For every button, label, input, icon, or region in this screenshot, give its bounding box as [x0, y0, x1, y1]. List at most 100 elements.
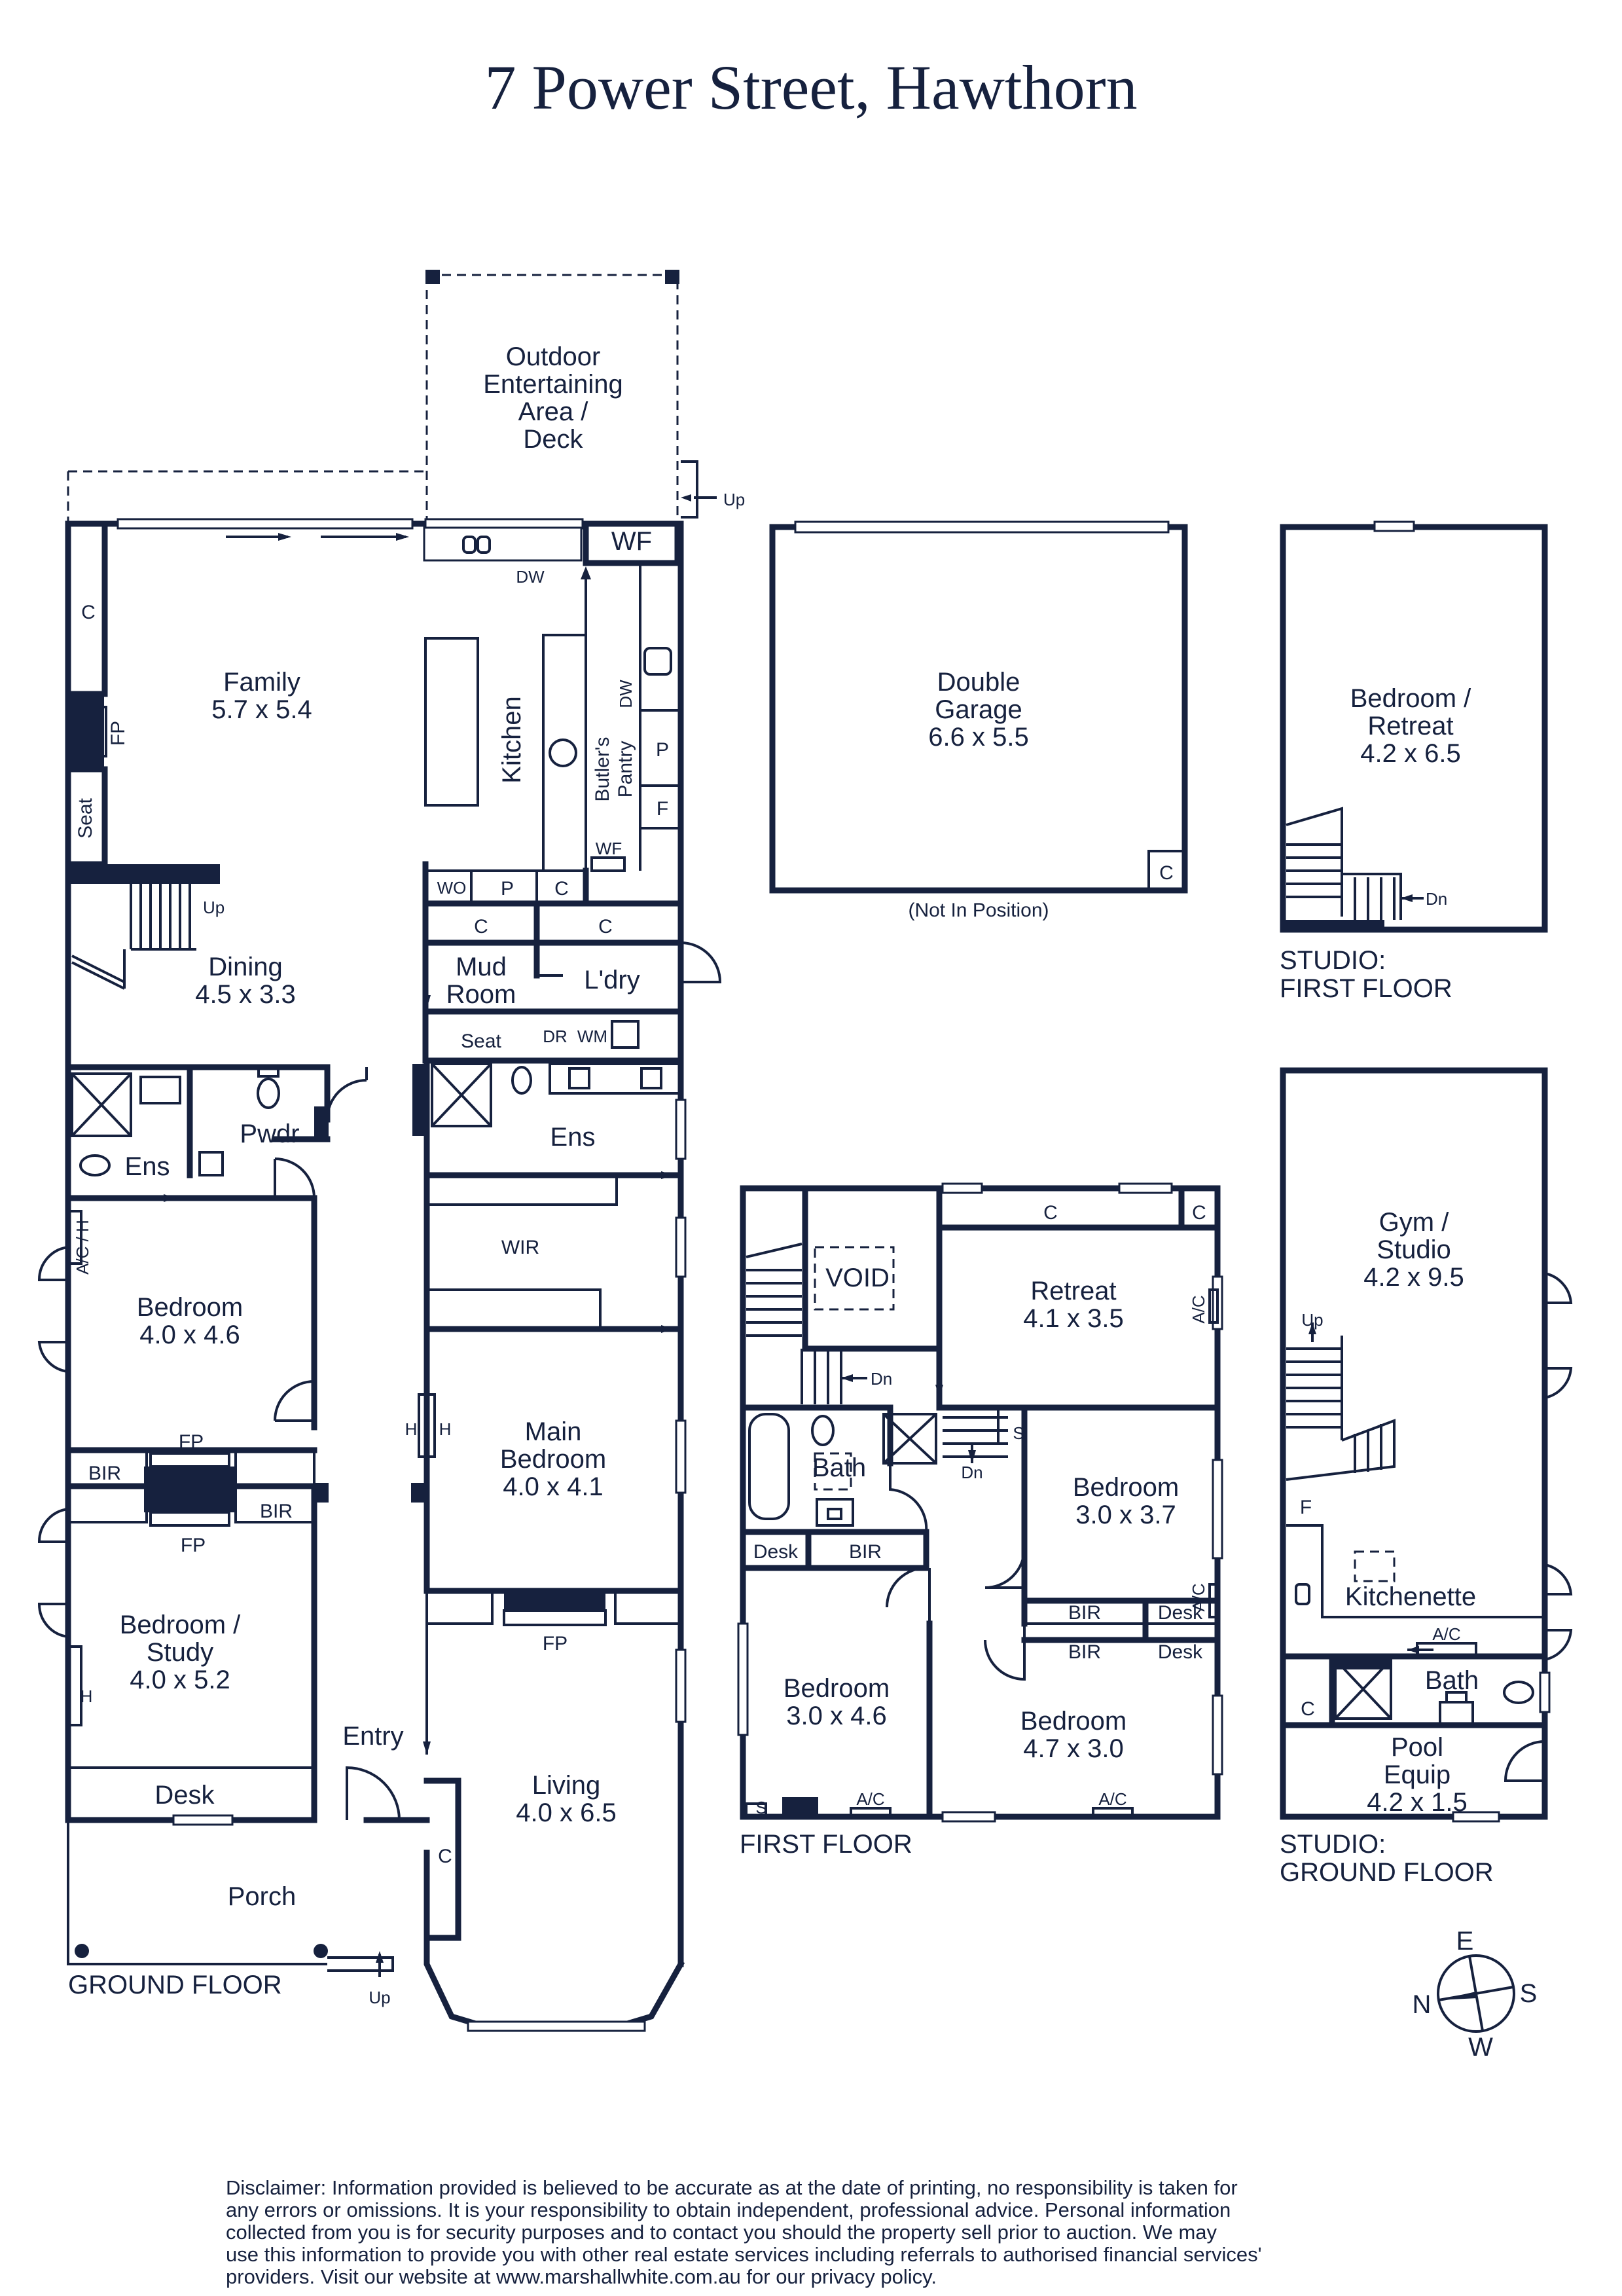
bedroom-study-label: Study — [147, 1638, 213, 1667]
dining-size: 4.5 x 3.3 — [195, 980, 295, 1009]
disclaimer-line: any errors or omissions. It is your resp… — [226, 2198, 1231, 2221]
ff-desk-label: Desk — [753, 1541, 799, 1563]
cupboard-label: C — [81, 602, 96, 623]
ground-floor-labels: Outdoor Entertaining Area / Deck Family … — [68, 342, 745, 2007]
ff-bath-label: Bath — [812, 1453, 866, 1482]
outdoor-label: Entertaining — [483, 370, 622, 399]
dining-label: Dining — [208, 953, 282, 981]
ac-label: A/C — [1189, 1583, 1208, 1611]
disclaimer-line: use this information to provide you with… — [226, 2243, 1262, 2266]
mud-room-label: Room — [446, 980, 516, 1009]
studio-dn-label: Dn — [1426, 889, 1447, 909]
first-floor-caption: FIRST FLOOR — [740, 1830, 912, 1859]
stair-wall — [68, 864, 220, 884]
garage-size: 6.6 x 5.5 — [928, 723, 1028, 752]
ff-bedroom-size: 3.0 x 3.7 — [1075, 1501, 1176, 1529]
main-bedroom-size: 4.0 x 4.1 — [503, 1472, 603, 1501]
pool-label: Equip — [1384, 1760, 1451, 1789]
main-bedroom-label: Main — [525, 1417, 582, 1446]
garage-label: Double — [937, 668, 1020, 697]
dryer-label: DR — [543, 1027, 568, 1046]
sg-f-label: F — [1300, 1497, 1312, 1518]
washer-label: WM — [577, 1027, 607, 1046]
bedroom-label: Bedroom — [137, 1293, 243, 1322]
bir-label: BIR — [88, 1463, 121, 1484]
family-size: 5.7 x 5.4 — [211, 695, 312, 724]
dw-label: DW — [616, 680, 636, 708]
ff-bir-label: BIR — [849, 1541, 882, 1563]
c-label: C — [598, 916, 613, 938]
ff-dn-label: Dn — [961, 1463, 982, 1482]
ff-desk-label: Desk — [1158, 1641, 1203, 1663]
ff-bedroom-label: Bedroom — [784, 1674, 890, 1703]
window — [117, 518, 414, 530]
studio-ground-caption: GROUND FLOOR — [1280, 1858, 1494, 1887]
c-label: C — [438, 1846, 452, 1867]
studio-ground-caption: STUDIO: — [1280, 1830, 1386, 1859]
gym-label: Gym / — [1379, 1208, 1450, 1237]
sg-c-label: C — [1301, 1698, 1315, 1720]
pantry-f-label: F — [657, 798, 668, 820]
kitchen-bench — [423, 526, 583, 562]
family-label: Family — [223, 668, 300, 697]
c-label: C — [474, 916, 488, 938]
laundry-label: L'dry — [584, 966, 640, 994]
studio-bedroom-label: Retreat — [1367, 712, 1453, 740]
bedroom-study-size: 4.0 x 5.2 — [130, 1666, 230, 1694]
fp-label: FP — [179, 1431, 204, 1453]
entry-label: Entry — [342, 1722, 403, 1751]
ac-label: A/C / H — [73, 1220, 92, 1275]
sg-up-label: Up — [1301, 1310, 1323, 1330]
studio-first-caption: STUDIO: — [1280, 946, 1386, 975]
ac-label: A/C — [1098, 1789, 1126, 1809]
disclaimer-line: Disclaimer: Information provided is beli… — [226, 2176, 1238, 2199]
porch-label: Porch — [228, 1882, 297, 1911]
ac-label: A/C — [1189, 1295, 1208, 1323]
wf-label: WF — [611, 527, 652, 556]
ff-c-label: C — [1192, 1202, 1206, 1224]
garage-note: (Not In Position) — [908, 900, 1049, 921]
ff-desk-label: Desk — [1158, 1602, 1203, 1624]
powder-label: Pwdr — [240, 1120, 299, 1148]
ensuite-label: Ens — [550, 1123, 596, 1152]
ff-bir-label: BIR — [1068, 1602, 1101, 1624]
gym-size: 4.2 x 9.5 — [1363, 1263, 1464, 1292]
stairs-up-label: Up — [203, 898, 225, 917]
main-bedroom-label: Bedroom — [500, 1445, 606, 1474]
disclaimer-line: providers. Visit our website at www.mars… — [226, 2265, 937, 2288]
porch-up-label: Up — [369, 1988, 390, 2007]
p-label: P — [501, 878, 514, 900]
bedroom-study-label: Bedroom / — [120, 1611, 241, 1639]
retreat-size: 4.1 x 3.5 — [1023, 1304, 1123, 1333]
garage-plan: Double Garage 6.6 x 5.5 C (Not In Positi… — [769, 520, 1188, 921]
fp-label: FP — [543, 1633, 568, 1654]
ground-floor-caption: GROUND FLOOR — [68, 1971, 282, 1999]
wf-small-label: WF — [596, 839, 622, 858]
ensuite-label: Ens — [125, 1152, 170, 1181]
kitchenette-label: Kitchenette — [1345, 1582, 1476, 1611]
deck-post — [665, 270, 679, 284]
wine-fridge — [583, 520, 681, 566]
sg-bath-label: Bath — [1425, 1666, 1479, 1695]
seat-label: Seat — [461, 1030, 501, 1052]
heater-label: H — [439, 1419, 452, 1439]
studio-first-floor-plan: Bedroom / Retreat 4.2 x 6.5 Dn STUDIO: F… — [1280, 520, 1548, 1003]
outdoor-label: Area / — [518, 397, 589, 426]
living-label: Living — [532, 1771, 601, 1800]
living-size: 4.0 x 6.5 — [516, 1798, 616, 1827]
ac-label: A/C — [856, 1789, 884, 1809]
ff-bedroom-label: Bedroom — [1020, 1707, 1126, 1736]
ff-s-label: S — [755, 1798, 766, 1817]
retreat-label: Retreat — [1030, 1277, 1116, 1305]
studio-bedroom-label: Bedroom / — [1350, 684, 1471, 713]
void-label: VOID — [825, 1264, 890, 1292]
butlers-pantry-label: Butler's — [592, 737, 613, 801]
studio-first-caption: FIRST FLOOR — [1280, 974, 1452, 1003]
kitchen-label: Kitchen — [497, 696, 526, 783]
bir-label: BIR — [260, 1501, 293, 1522]
studio-ground-floor-plan: Gym / Studio 4.2 x 9.5 Up F Kitchenette … — [1280, 1067, 1573, 1887]
heater-label: H — [81, 1686, 93, 1706]
outdoor-label: Outdoor — [506, 342, 601, 371]
fp-label: FP — [107, 721, 129, 746]
